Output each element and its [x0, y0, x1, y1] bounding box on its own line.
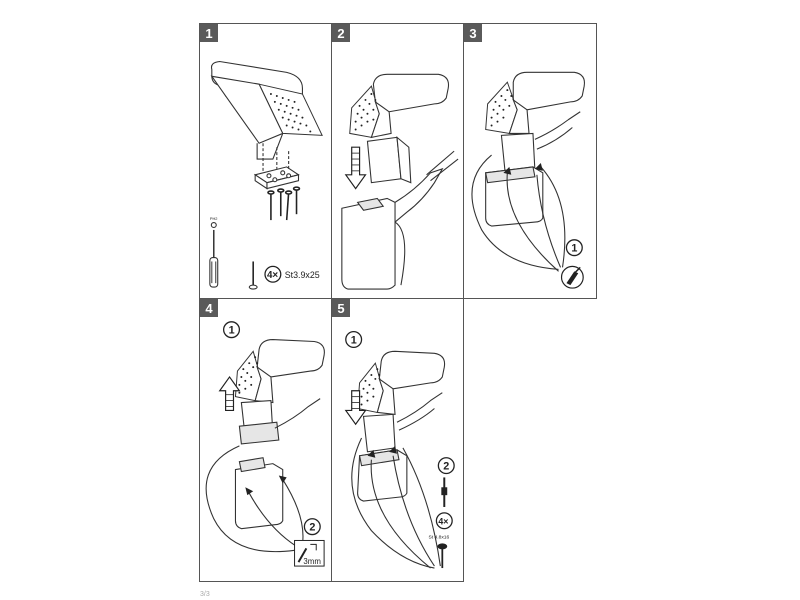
- step-panel-5: 5 1: [331, 298, 464, 582]
- step-panel-1: 1: [199, 23, 332, 299]
- step3-illustration: 1: [471, 71, 585, 289]
- clip-arrow-lines: [205, 445, 304, 553]
- up-arrow-icon: [218, 375, 241, 412]
- screw-quantity-text: 4×: [267, 270, 278, 281]
- clip-arrow-lines: [351, 437, 441, 569]
- step2-illustration: [341, 73, 459, 290]
- clip-arrow-lines: [471, 154, 566, 272]
- down-arrow-icon: [344, 146, 367, 190]
- step-number-5: 5: [332, 299, 350, 317]
- page-footer-mark: 3/3: [200, 591, 210, 598]
- step-panel-2: 2: [331, 23, 464, 299]
- screws-drawing: [267, 186, 301, 221]
- drill-icon: [294, 539, 325, 567]
- pry-tool-icon: [560, 265, 584, 289]
- callout-badge-mid: [437, 457, 455, 475]
- screwdriver-bit-icon: [441, 477, 448, 507]
- screwdriver-icon: PH2: [209, 216, 219, 288]
- quantity-badge: [435, 512, 453, 530]
- armrest-drawing: [234, 338, 325, 445]
- callout-text: 1: [571, 243, 577, 255]
- callout-badge-bottom: [303, 518, 321, 536]
- callout-badge-top: [222, 321, 241, 339]
- step-number-3: 3: [464, 24, 482, 42]
- screw-spec-text: St 4.8x16: [429, 534, 450, 540]
- console-base-drawing: [485, 166, 544, 227]
- callout-text-top: 1: [351, 334, 357, 346]
- step1-illustration: PH2 4× St3.9x25: [209, 60, 323, 290]
- svg-text:PH2: PH2: [210, 216, 218, 221]
- console-base-drawing: [357, 449, 408, 502]
- step-panel-3: 3 1: [463, 23, 597, 299]
- drill-size-text: 3mm: [303, 557, 321, 566]
- callout-badge-top: [345, 331, 363, 349]
- step-number-2: 2: [332, 24, 350, 42]
- callout-text-bottom: 2: [309, 522, 315, 534]
- armrest-lid-drawing: [210, 60, 323, 160]
- mounting-bracket-drawing: [253, 143, 300, 190]
- screw-spec-text: St3.9x25: [285, 270, 320, 280]
- callout-text-mid: 2: [443, 461, 449, 473]
- screw-icon: [437, 543, 448, 569]
- quantity-badge: [264, 265, 282, 283]
- armrest-drawing: [485, 71, 585, 176]
- screw-icon: [248, 261, 258, 290]
- step-number-1: 1: [200, 24, 218, 42]
- callout-badge: [565, 239, 583, 257]
- console-base-drawing: [341, 150, 459, 290]
- step-panel-4: 4 1: [199, 298, 332, 582]
- armrest-drawing: [357, 350, 446, 453]
- callout-text-top: 1: [229, 325, 235, 337]
- armrest-drawing: [349, 73, 450, 184]
- step5-illustration: 1: [344, 331, 455, 569]
- step-number-4: 4: [200, 299, 218, 317]
- screw-quantity-text: 4×: [438, 517, 448, 527]
- step4-illustration: 1: [205, 321, 325, 567]
- down-arrow-icon: [344, 390, 367, 426]
- console-base-drawing: [234, 457, 284, 530]
